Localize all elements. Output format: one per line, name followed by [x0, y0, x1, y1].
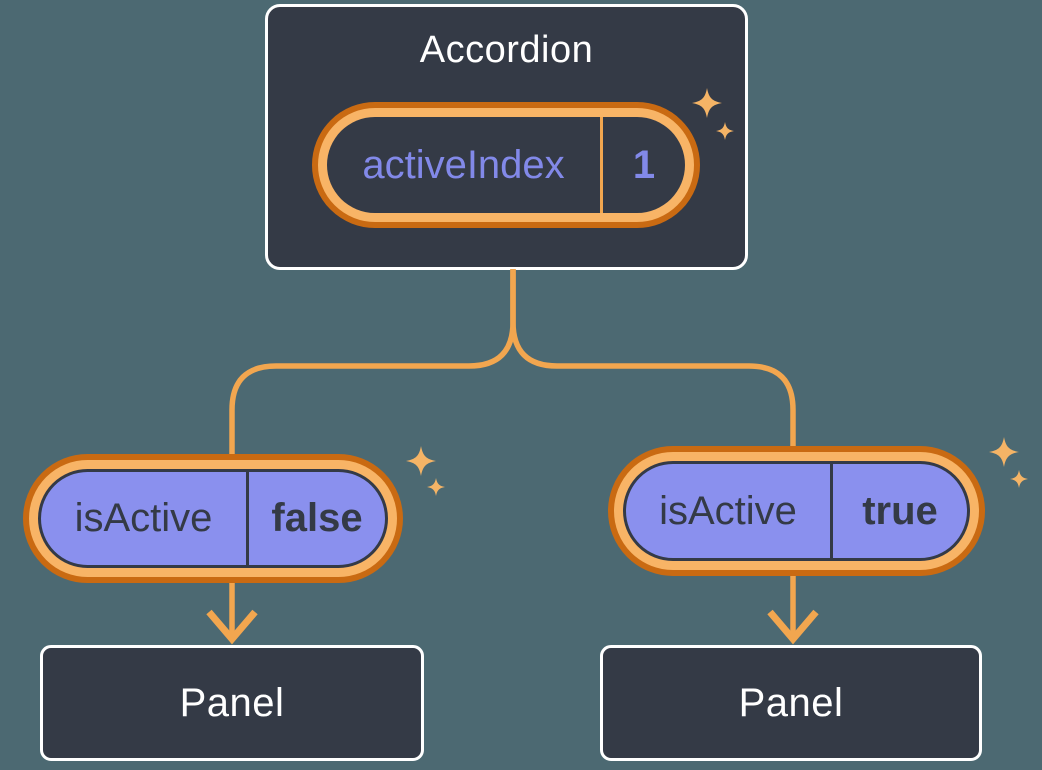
- panel-left-title: Panel: [179, 680, 285, 725]
- panel-node-right: Panel: [600, 645, 982, 761]
- prop-pill-right: isActive true: [608, 446, 985, 576]
- sparkle-icon: [406, 446, 436, 476]
- sparkle-icon: [1010, 470, 1028, 488]
- state-pill-body: activeIndex 1: [327, 117, 685, 213]
- sparkle-icon: [989, 437, 1019, 467]
- prop-pill-left-divider: [246, 472, 249, 565]
- prop-pill-right-body: isActive true: [623, 461, 970, 561]
- sparkle-icon: [427, 478, 445, 496]
- prop-pill-right-value: true: [862, 488, 938, 533]
- connector-trunk-right-branch: [510, 269, 796, 446]
- prop-pill-left-key: isActive: [74, 496, 213, 540]
- panel-right-title: Panel: [738, 680, 844, 725]
- prop-pill-left-body: isActive false: [38, 469, 388, 568]
- panel-node-left: Panel: [40, 645, 424, 761]
- state-pill-key: activeIndex: [362, 142, 565, 187]
- accordion-title: Accordion: [419, 29, 594, 71]
- state-pill-value: 1: [632, 142, 656, 187]
- connector-trunk-left-branch: [229, 269, 516, 454]
- state-pill-divider: [600, 117, 603, 213]
- left-arrow-head-icon: [206, 609, 258, 645]
- prop-pill-left: isActive false: [23, 454, 403, 583]
- state-pill: activeIndex 1: [312, 102, 700, 228]
- prop-pill-right-key: isActive: [659, 488, 797, 533]
- right-arrow-head-icon: [767, 609, 819, 645]
- prop-pill-left-value: false: [271, 496, 363, 540]
- prop-pill-right-divider: [830, 464, 833, 558]
